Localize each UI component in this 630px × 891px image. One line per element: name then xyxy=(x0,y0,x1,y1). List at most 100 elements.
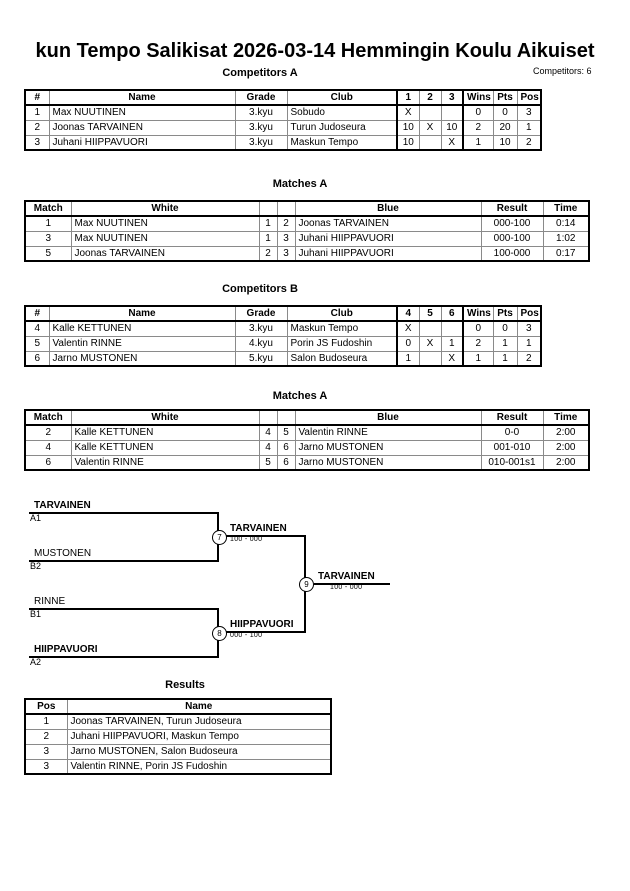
section-heading-matches-a-1: Matches A xyxy=(272,178,328,190)
cell-result: 001-010 xyxy=(480,439,544,456)
cell-number: 5 xyxy=(24,335,50,352)
cell-white-number: 1 xyxy=(258,215,278,232)
cell-match-number: 6 xyxy=(24,454,72,471)
cell-number: 1 xyxy=(24,104,50,121)
column-header: Match xyxy=(24,409,72,426)
cell-club: Turun Judoseura xyxy=(286,119,398,136)
bracket-score-match-7: 100 - 000 xyxy=(230,536,263,543)
cell-club: Salon Budoseura xyxy=(286,350,398,367)
column-header: Time xyxy=(542,409,590,426)
cell-position: 1 xyxy=(24,713,68,730)
cell-blue-number: 6 xyxy=(276,454,296,471)
bracket-seed-code-1: A1 xyxy=(30,513,42,523)
cell-wins: 0 xyxy=(462,320,494,337)
cell-match-result xyxy=(418,350,442,367)
cell-blue-number: 6 xyxy=(276,439,296,456)
column-header: Wins xyxy=(462,305,494,322)
cell-blue-number: 3 xyxy=(276,230,296,247)
cell-position: 2 xyxy=(516,350,542,367)
cell-name: Valentin RINNE xyxy=(48,335,236,352)
cell-blue-competitor: Juhani HIIPPAVUORI xyxy=(294,245,482,262)
cell-blue-competitor: Valentin RINNE xyxy=(294,424,482,441)
bracket-winner-name-match-7: TARVAINEN xyxy=(230,523,287,534)
cell-name: Joonas TARVAINEN, Turun Judoseura xyxy=(66,713,332,730)
column-header: # xyxy=(24,305,50,322)
column-header: 3 xyxy=(440,89,464,106)
bracket-winner-name-match-8: HIIPPAVUORI xyxy=(230,619,294,630)
cell-points: 20 xyxy=(492,119,518,136)
cell-white-number: 1 xyxy=(258,230,278,247)
cell-club: Maskun Tempo xyxy=(286,320,398,337)
cell-match-result xyxy=(418,104,442,121)
cell-number: 3 xyxy=(24,134,50,151)
column-header: Result xyxy=(480,409,544,426)
column-header: Pts xyxy=(492,305,518,322)
cell-match-result: X xyxy=(418,335,442,352)
cell-time: 1:02 xyxy=(542,230,590,247)
bracket-seed-name-1: TARVAINEN xyxy=(34,500,91,511)
cell-name: Valentin RINNE, Porin JS Fudoshin xyxy=(66,758,332,775)
column-header: 5 xyxy=(418,305,442,322)
cell-wins: 1 xyxy=(462,350,494,367)
cell-name: Joonas TARVAINEN xyxy=(48,119,236,136)
cell-position: 3 xyxy=(516,320,542,337)
cell-match-result xyxy=(418,320,442,337)
cell-time: 0:17 xyxy=(542,245,590,262)
column-header: Pos xyxy=(24,698,68,715)
section-heading-competitors-a: Competitors A xyxy=(222,67,298,79)
cell-match-result: 10 xyxy=(440,119,464,136)
column-header: 6 xyxy=(440,305,464,322)
cell-club: Porin JS Fudoshin xyxy=(286,335,398,352)
cell-grade: 3.kyu xyxy=(234,104,288,121)
cell-match-result: 1 xyxy=(396,350,420,367)
cell-white-competitor: Kalle KETTUNEN xyxy=(70,439,260,456)
bracket-winner-name-final: TARVAINEN xyxy=(318,571,375,582)
cell-points: 1 xyxy=(492,350,518,367)
column-header: White xyxy=(70,200,260,217)
cell-match-result: X xyxy=(396,320,420,337)
cell-blue-competitor: Jarno MUSTONEN xyxy=(294,454,482,471)
cell-white-competitor: Max NUUTINEN xyxy=(70,215,260,232)
tournament-bracket: TARVAINEN A1 MUSTONEN B2 7 TARVAINEN 100… xyxy=(0,495,630,680)
column-header: Wins xyxy=(462,89,494,106)
cell-time: 2:00 xyxy=(542,424,590,441)
bracket-line-final-out xyxy=(314,583,390,585)
bracket-line-seed-4 xyxy=(29,656,219,658)
cell-match-number: 5 xyxy=(24,245,72,262)
cell-name: Jarno MUSTONEN, Salon Budoseura xyxy=(66,743,332,760)
cell-number: 6 xyxy=(24,350,50,367)
cell-position: 2 xyxy=(24,728,68,745)
column-header: Name xyxy=(48,89,236,106)
column-header: Pos xyxy=(516,305,542,322)
bracket-seed-name-3: RINNE xyxy=(34,596,66,607)
cell-points: 10 xyxy=(492,134,518,151)
bracket-line-seed-1 xyxy=(29,512,219,514)
section-heading-competitors-b: Competitors B xyxy=(222,283,298,295)
column-header: 1 xyxy=(396,89,420,106)
cell-wins: 1 xyxy=(462,134,494,151)
cell-number: 4 xyxy=(24,320,50,337)
bracket-score-match-8: 000 - 100 xyxy=(230,632,263,639)
cell-white-competitor: Kalle KETTUNEN xyxy=(70,424,260,441)
cell-wins: 0 xyxy=(462,104,494,121)
column-header: Blue xyxy=(294,200,482,217)
cell-blue-competitor: Juhani HIIPPAVUORI xyxy=(294,230,482,247)
cell-position: 3 xyxy=(516,104,542,121)
cell-position: 1 xyxy=(516,335,542,352)
cell-grade: 5.kyu xyxy=(234,350,288,367)
cell-match-result: 1 xyxy=(440,335,464,352)
